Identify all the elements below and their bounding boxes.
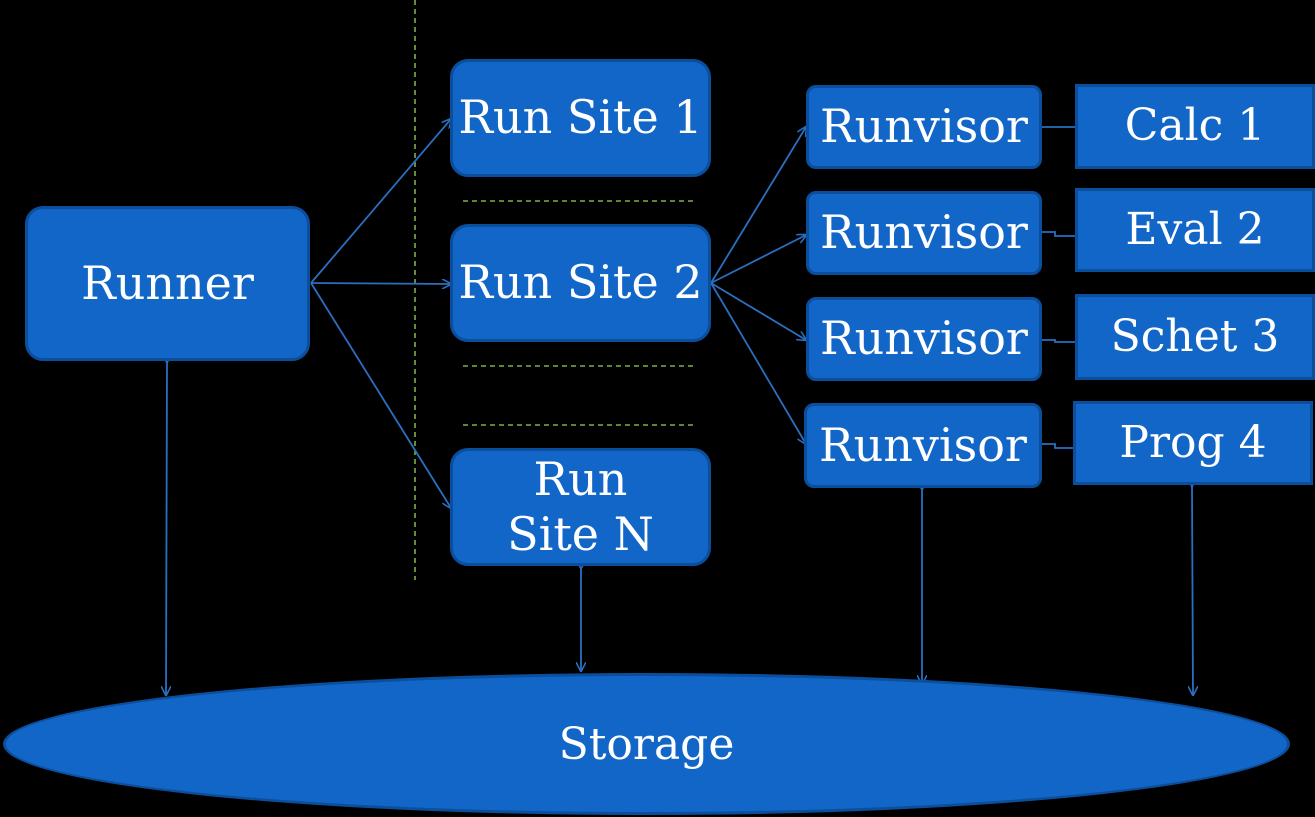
run-site-1-node: Run Site 1 <box>450 59 711 177</box>
task-eval-node: Eval 2 <box>1075 188 1315 272</box>
runvisor-1-label: Runvisor <box>820 99 1028 154</box>
task-calc-label: Calc 1 <box>1124 100 1266 152</box>
task-schet-label: Schet 3 <box>1110 310 1280 362</box>
arrow-runner-site2 <box>310 283 451 284</box>
task-prog-node: Prog 4 <box>1073 401 1313 485</box>
arrow-runner-storage <box>166 362 167 695</box>
runvisor-2-label: Runvisor <box>820 205 1028 260</box>
task-schet-node: Schet 3 <box>1075 294 1315 380</box>
runner-node: Runner <box>25 206 310 361</box>
task-calc-node: Calc 1 <box>1075 84 1315 169</box>
arrow-runner-siteN <box>310 282 451 508</box>
run-site-2-label: Run Site 2 <box>458 255 703 310</box>
arrow-runner-site1 <box>310 119 451 284</box>
runvisor-3-label: Runvisor <box>820 311 1028 366</box>
run-site-n-label: Run Site N <box>507 451 654 561</box>
task-prog-label: Prog 4 <box>1119 416 1267 468</box>
arrow-site2-runvisor3 <box>710 282 806 340</box>
link-runvisor4-prog <box>1042 443 1073 449</box>
task-eval-label: Eval 2 <box>1125 203 1265 255</box>
runvisor-4-node: Runvisor <box>804 403 1042 488</box>
link-runvisor3-schet <box>1042 339 1075 343</box>
arrow-site2-runvisor4 <box>710 282 806 444</box>
runvisor-4-label: Runvisor <box>819 417 1027 472</box>
runvisor-2-node: Runvisor <box>806 191 1042 275</box>
runner-label: Runner <box>81 255 254 310</box>
arrow-site2-runvisor1 <box>710 127 806 284</box>
arrow-prog-storage <box>1192 486 1193 695</box>
run-site-n-node: Run Site N <box>450 448 711 566</box>
run-site-1-label: Run Site 1 <box>458 90 703 145</box>
link-runvisor2-eval <box>1042 231 1075 237</box>
storage-node: Storage <box>3 673 1290 815</box>
runvisor-1-node: Runvisor <box>806 85 1042 169</box>
run-site-2-node: Run Site 2 <box>450 224 711 342</box>
storage-label: Storage <box>558 718 735 770</box>
runvisor-3-node: Runvisor <box>806 297 1042 381</box>
arrow-site2-runvisor2 <box>710 235 806 284</box>
